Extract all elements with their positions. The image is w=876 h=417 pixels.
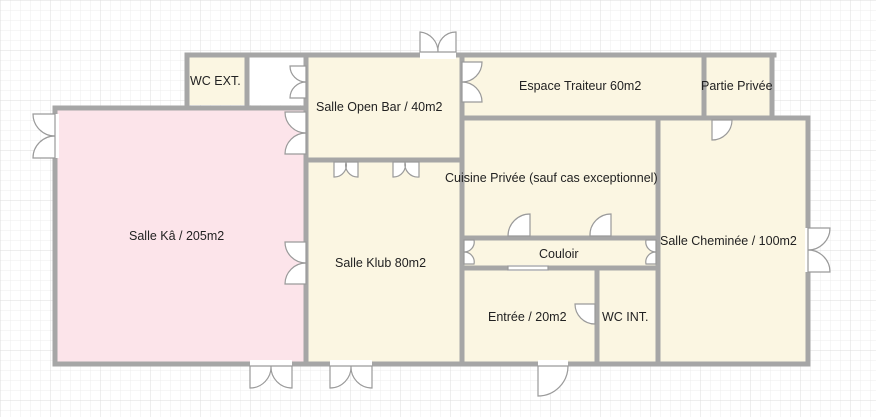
door-ka-klub-icon (284, 241, 307, 285)
label-klub: Salle Klub 80m2 (335, 256, 426, 270)
door-bottom-ka-icon (249, 365, 293, 389)
room-cheminee (658, 118, 808, 364)
door-wc-int-icon (574, 303, 596, 325)
room-wc-int (597, 268, 658, 364)
door-cuisine-b-icon (589, 213, 612, 237)
door-openbar-traiteur-icon (461, 61, 483, 103)
door-ka-west-icon (32, 113, 56, 159)
door-top-double-icon (419, 31, 457, 53)
label-cheminee: Salle Cheminée / 100m2 (660, 234, 797, 248)
window-entree-icon (507, 265, 549, 271)
door-bottom-entree-icon (537, 365, 569, 397)
door-openbar-klub-b-icon (392, 161, 420, 178)
door-partie-privee-icon (711, 119, 733, 141)
room-couloir (462, 238, 658, 268)
door-couloir-west-icon (463, 239, 475, 265)
label-wc-int: WC INT. (602, 310, 649, 324)
label-open-bar: Salle Open Bar / 40m2 (316, 100, 443, 114)
label-wc-ext: WC EXT. (190, 74, 241, 88)
room-traiteur (462, 55, 702, 118)
label-cuisine: Cuisine Privée (sauf cas exceptionnel) (445, 171, 658, 185)
door-cheminee-east-icon (807, 227, 831, 273)
room-wc-ext (189, 55, 245, 105)
door-openbar-klub-a-icon (333, 161, 359, 178)
room-open-bar (306, 55, 462, 162)
label-traiteur: Espace Traiteur 60m2 (519, 79, 641, 93)
doors (32, 31, 831, 397)
room-fills (55, 55, 808, 364)
room-klub (306, 162, 462, 364)
label-ka: Salle Kâ / 205m2 (129, 229, 224, 243)
door-couloir-east-icon (645, 239, 657, 265)
door-cuisine-a-icon (507, 213, 531, 237)
room-ka (55, 110, 306, 364)
walls (52, 52, 811, 367)
door-wc-ext-icon (289, 65, 307, 99)
room-cuisine (462, 118, 658, 238)
room-entree (462, 268, 597, 364)
door-ka-openbar-icon (284, 111, 307, 155)
label-entree: Entrée / 20m2 (488, 310, 567, 324)
label-couloir: Couloir (539, 247, 579, 261)
room-partie-privee (702, 55, 772, 118)
label-partie-privee: Partie Privée (701, 79, 773, 93)
door-bottom-klub-icon (329, 365, 373, 389)
room-labels: WC EXT. Salle Open Bar / 40m2 Espace Tra… (129, 74, 797, 324)
